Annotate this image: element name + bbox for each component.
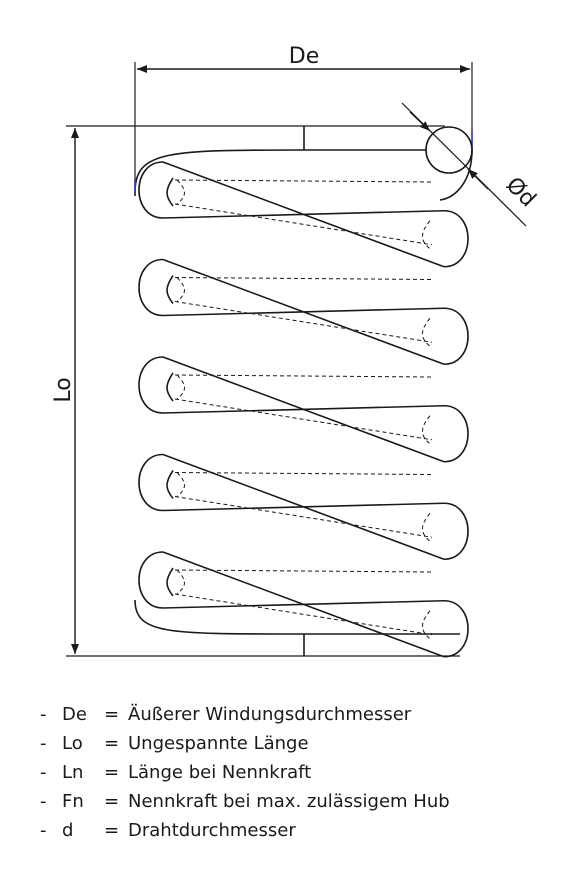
legend-symbol: De [62,704,87,725]
coil-hidden-strand-b [174,593,433,636]
coil-front-strand-b [162,599,445,609]
coil-right-bend [443,307,469,366]
coil-left-bend [138,551,164,609]
coil-right-bend [443,404,469,463]
coil-hidden-left-arc [176,569,185,595]
coil-front-strand-b [162,502,445,512]
wire-arrow-lower [467,168,489,190]
outer-diameter-label: De [289,44,319,69]
coil-hidden-strand-b [174,301,433,343]
coil-hidden-strand-a [174,179,433,183]
coil-right-bend [443,209,469,268]
coil-hidden-right-arc [422,610,431,640]
coil-hidden-right-arc [422,317,431,347]
legend-equals: = [104,820,120,841]
coil-hidden-left-arc [176,277,185,302]
coil-hidden-strand-b [174,203,433,246]
coil-hidden-strand-a [174,277,433,280]
coil-hidden-left-arc [176,374,185,400]
coil-right-bend [443,599,469,658]
coil-left-bend [138,356,164,414]
coil-front-strand-b [162,404,445,414]
spring-diagram: De Lo Ød [51,44,540,658]
legend-equals: = [104,733,120,754]
legend: - De = Äußerer Windungsdurchmesser - Lo … [40,700,560,845]
coil-hidden-strand-b [174,398,433,441]
coil-left-inner-edge [166,372,174,402]
legend-text: Nennkraft bei max. zulässigem Hub [128,791,450,812]
legend-dash: - [40,820,47,841]
legend-text: Länge bei Nennkraft [128,762,312,783]
coil-hidden-right-arc [422,220,431,250]
spring-coils [134,126,473,658]
coil-left-inner-edge [166,470,174,499]
coil-left-inner-edge [166,567,174,597]
legend-item: - Fn = Nennkraft bei max. zulässigem Hub [40,787,560,816]
legend-item: - Lo = Ungespannte Länge [40,729,560,758]
coil-front-strand-b [162,209,445,219]
coil-left-inner-edge [166,177,174,207]
legend-symbol: Fn [62,791,84,812]
coil-hidden-left-arc [176,179,185,205]
spring-bottom-end [134,599,460,635]
spring-top-end [134,149,449,196]
legend-equals: = [104,762,120,783]
legend-symbol: d [62,820,74,841]
legend-symbol: Lo [62,733,83,754]
free-length-label: Lo [51,377,76,402]
legend-dash: - [40,791,47,812]
outer-diameter-dimension: De [134,44,473,192]
coil-right-bend [443,502,469,561]
coil-hidden-right-arc [422,415,431,445]
coil-hidden-strand-b [174,496,433,538]
legend-symbol: Ln [62,762,84,783]
coil-left-bend [138,161,164,219]
coil-hidden-strand-a [174,374,433,378]
coil-front-strand-b [162,307,445,317]
legend-dash: - [40,733,47,754]
coil-hidden-strand-a [174,472,433,475]
legend-dash: - [40,704,47,725]
coil-left-inner-edge [166,275,174,304]
legend-text: Drahtdurchmesser [128,820,296,841]
legend-item: - Ln = Länge bei Nennkraft [40,758,560,787]
legend-equals: = [104,704,120,725]
legend-item: - De = Äußerer Windungsdurchmesser [40,700,560,729]
legend-item: - d = Drahtdurchmesser [40,816,560,845]
coil-left-bend [138,453,164,512]
spring-top-right-bend [439,149,473,201]
wire-arrow-upper [409,111,431,132]
free-length-dimension: Lo [51,125,460,657]
coil-hidden-strand-a [174,569,433,573]
coil-left-bend [138,258,164,317]
coil-hidden-left-arc [176,472,185,497]
legend-dash: - [40,762,47,783]
coil-hidden-right-arc [422,512,431,542]
legend-text: Äußerer Windungsdurchmesser [128,704,412,725]
legend-equals: = [104,791,120,812]
legend-text: Ungespannte Länge [128,733,309,754]
